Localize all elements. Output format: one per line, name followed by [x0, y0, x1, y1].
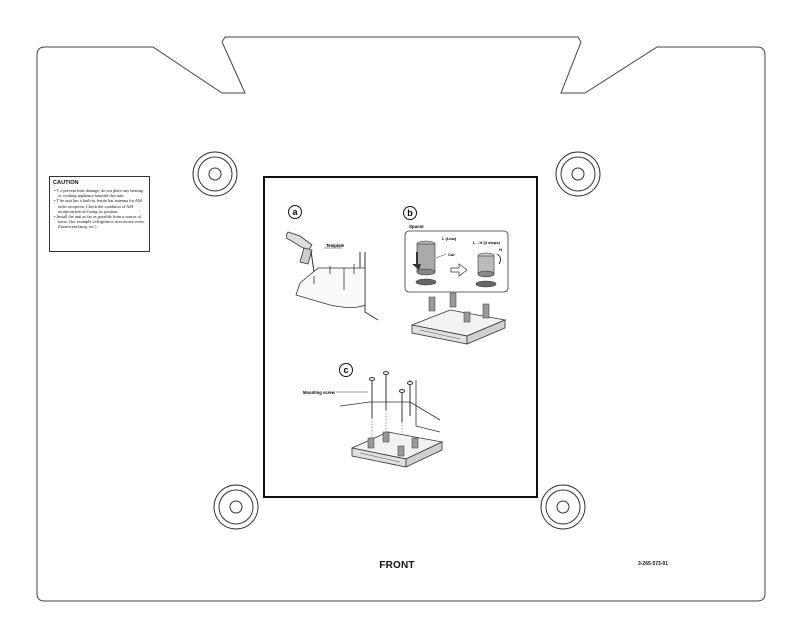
caution-item-noise: • Install the unit as far as possible fr…	[54, 214, 145, 230]
screw-icons	[369, 371, 413, 422]
step-a-letter: a	[292, 207, 298, 217]
drill-icon	[286, 231, 315, 273]
mounting-hole-bottom-left	[213, 484, 259, 530]
spacer-low-icon	[412, 240, 437, 286]
caution-box: CAUTION • T o prevent heat damage, do no…	[49, 176, 150, 252]
cut-label: Cut	[448, 252, 455, 257]
caution-item-heat: • T o prevent heat damage, do not place …	[54, 188, 144, 199]
caution-item-antenna: • T he unit has a built-in ferrite bar a…	[54, 198, 142, 214]
step-a-marker: a	[288, 205, 302, 219]
high-label: H	[499, 247, 502, 252]
step-b-letter: b	[407, 208, 413, 218]
instruction-panel	[263, 176, 538, 498]
mounting-hole-bottom-right	[540, 484, 586, 530]
step-c-marker: c	[339, 363, 353, 377]
caution-list: • T o prevent heat damage, do not place …	[53, 188, 146, 230]
step-a-illustration: a Template	[286, 205, 379, 321]
spacer-high-icon	[475, 252, 502, 288]
step-c-letter: c	[343, 365, 348, 375]
template-label: Template	[326, 243, 345, 248]
spacer-label: Spacer	[409, 224, 424, 229]
steps-label: L→H (4 steps)	[473, 240, 501, 245]
mounting-hole-top-left	[192, 151, 238, 197]
front-label: FRONT	[379, 560, 415, 571]
drill-marks	[313, 264, 355, 290]
mounting-hole-top-right	[555, 151, 601, 197]
low-label: L (Low)	[442, 236, 457, 241]
step-c-illustration: c Mounting screw	[303, 363, 444, 468]
step-b-marker: b	[403, 206, 417, 220]
step-b-illustration: b Spacer L (Low) Cut L→H (4 steps) H	[403, 206, 509, 345]
right-arrow-icon	[450, 263, 468, 277]
template-sheet	[295, 267, 366, 308]
part-number: 3-265-573-01	[637, 561, 669, 567]
mounting-screw-label: Mounting screw	[303, 390, 336, 395]
template-outline	[36, 36, 766, 602]
audio-unit-drawing-c	[350, 431, 444, 468]
audio-unit-drawing-b	[410, 292, 507, 345]
caution-title: CAUTION	[53, 180, 79, 186]
